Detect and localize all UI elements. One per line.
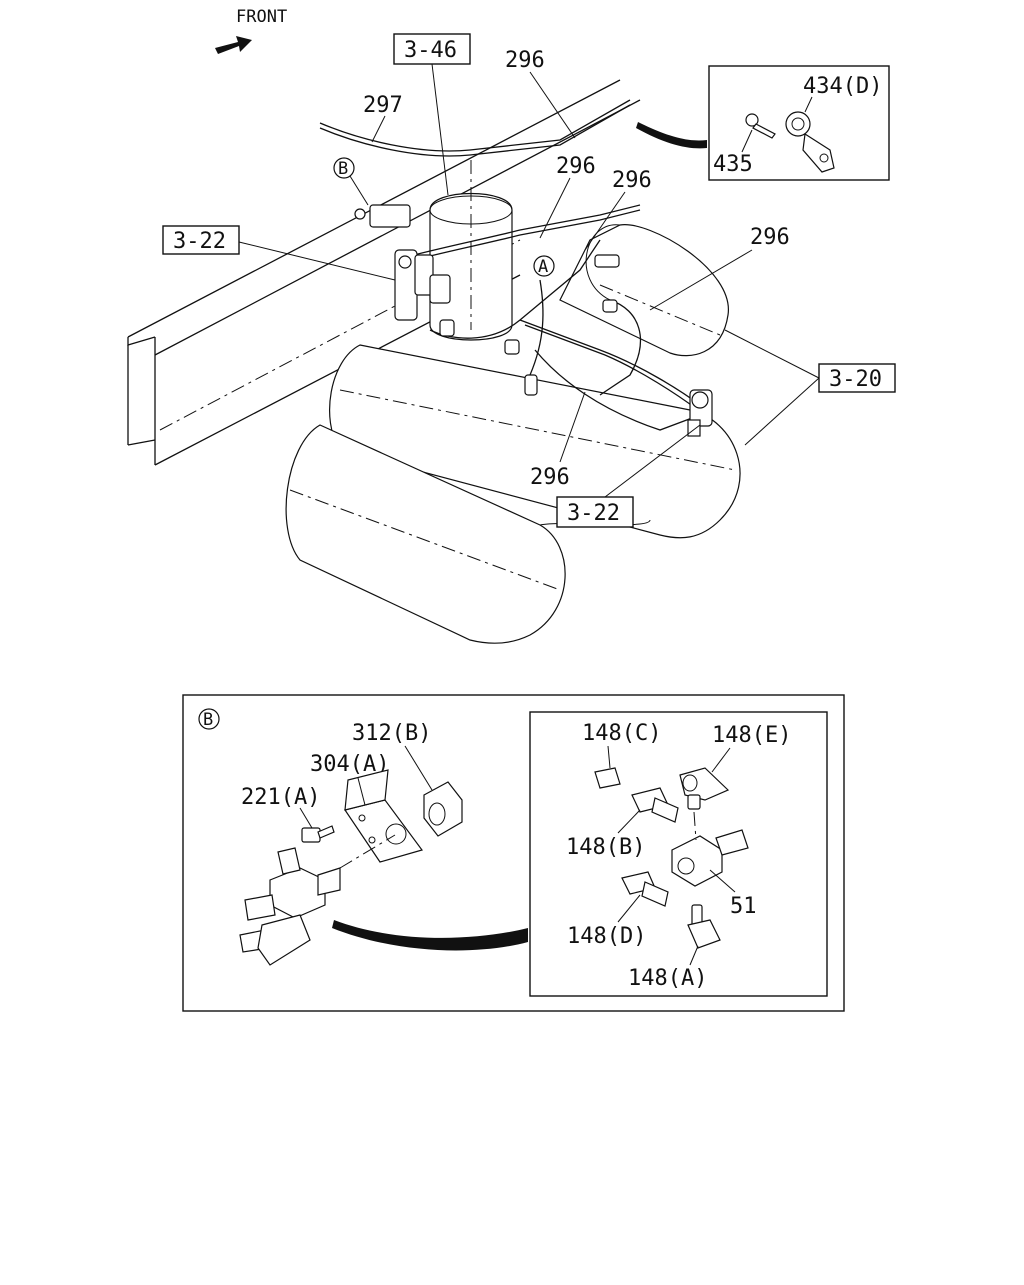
- relay-valve-left: [394, 249, 451, 321]
- label-296-mid2: 296: [612, 168, 652, 193]
- label-435: 435: [713, 152, 753, 177]
- fitting-148c-icon: [594, 745, 621, 789]
- detail-arrow-icon: [332, 920, 528, 951]
- label-296-bottom: 296: [530, 465, 570, 490]
- label-221a: 221(A): [241, 785, 320, 810]
- fitting-148a-icon: [687, 904, 721, 966]
- air-tank-upper: [559, 224, 729, 357]
- detail-b-marker: B: [203, 710, 213, 730]
- fitting-148d-icon: [617, 871, 669, 923]
- fitting-b: [354, 204, 411, 228]
- ref-3-46: 3-46: [404, 38, 457, 63]
- front-arrow-icon: [215, 36, 252, 54]
- air-tank-middle: [329, 344, 741, 539]
- label-312b: 312(B): [352, 721, 431, 746]
- ref-3-20: 3-20: [829, 367, 882, 392]
- marker-a: A: [538, 257, 548, 277]
- detail-b-marker-circle: [198, 708, 220, 730]
- clamp-icon: [785, 111, 835, 173]
- marker-b: B: [338, 159, 348, 179]
- ref-box-3-46: [393, 33, 471, 65]
- fitting-148e-icon: [679, 747, 731, 810]
- block-51-icon: [671, 811, 749, 893]
- marker-a-circle: [533, 255, 555, 277]
- label-296-right: 296: [750, 225, 790, 250]
- label-148d: 148(D): [567, 924, 646, 949]
- label-148b: 148(B): [566, 835, 645, 860]
- label-434d: 434(D): [803, 74, 882, 99]
- ref-3-22-bottom: 3-22: [567, 501, 620, 526]
- fitting-148b-icon: [617, 787, 679, 834]
- bolt-221a-icon: [299, 807, 335, 843]
- reservoir-cylinder: [429, 160, 513, 341]
- ref-3-22-left: 3-22: [173, 229, 226, 254]
- front-label: FRONT: [236, 7, 287, 27]
- label-297: 297: [363, 93, 403, 118]
- label-51: 51: [730, 894, 757, 919]
- ref-box-3-22-left: [162, 225, 240, 255]
- pipe-fitting-small: [439, 254, 620, 396]
- label-148a: 148(A): [628, 966, 707, 991]
- label-296-mid1: 296: [556, 154, 596, 179]
- bracket-plate-icon: [344, 769, 423, 863]
- relay-valve-right: [687, 389, 713, 437]
- marker-b-circle: [333, 157, 355, 179]
- bolt-icon: [745, 113, 776, 139]
- label-296-top: 296: [505, 48, 545, 73]
- ref-box-3-20: [818, 363, 896, 393]
- label-148e: 148(E): [712, 723, 791, 748]
- clamp-inset: [636, 65, 890, 181]
- nut-icon: [404, 745, 463, 837]
- ref-box-3-22-bottom: [556, 496, 634, 528]
- label-148c: 148(C): [582, 721, 661, 746]
- valve-assembly-icon: [239, 834, 396, 966]
